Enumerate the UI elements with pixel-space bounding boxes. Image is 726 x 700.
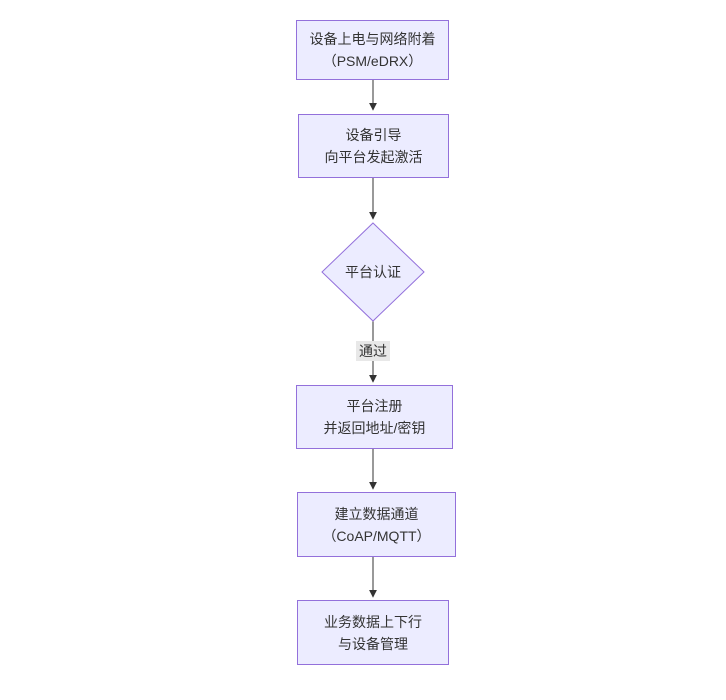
- node-label-line: 向平台发起激活: [324, 149, 423, 165]
- edge-label-pass: 通过: [356, 341, 390, 361]
- node-auth-check-diamond: [321, 222, 425, 322]
- node-label-line: 与设备管理: [338, 635, 408, 652]
- node-register: 平台注册 并返回地址/密钥: [296, 385, 453, 449]
- node-label-line: 并返回地址/密钥: [323, 420, 426, 436]
- node-label-line: 业务数据上下行: [324, 613, 422, 630]
- node-label-line: 平台注册: [346, 398, 403, 414]
- node-bootstrap: 设备引导 向平台发起激活: [298, 114, 449, 178]
- node-label-line: 设备引导: [345, 127, 402, 143]
- node-business-data: 业务数据上下行 与设备管理: [297, 600, 449, 665]
- node-label-line: （CoAP/MQTT）: [322, 527, 431, 544]
- node-label-line: 设备上电与网络附着: [309, 31, 436, 47]
- node-power-attach: 设备上电与网络附着 （PSM/eDRX）: [296, 20, 449, 80]
- node-auth-check-label: 平台认证: [345, 264, 401, 280]
- node-data-channel: 建立数据通道 （CoAP/MQTT）: [297, 492, 456, 557]
- node-label-line: （PSM/eDRX）: [322, 53, 423, 69]
- node-label-line: 建立数据通道: [334, 505, 419, 522]
